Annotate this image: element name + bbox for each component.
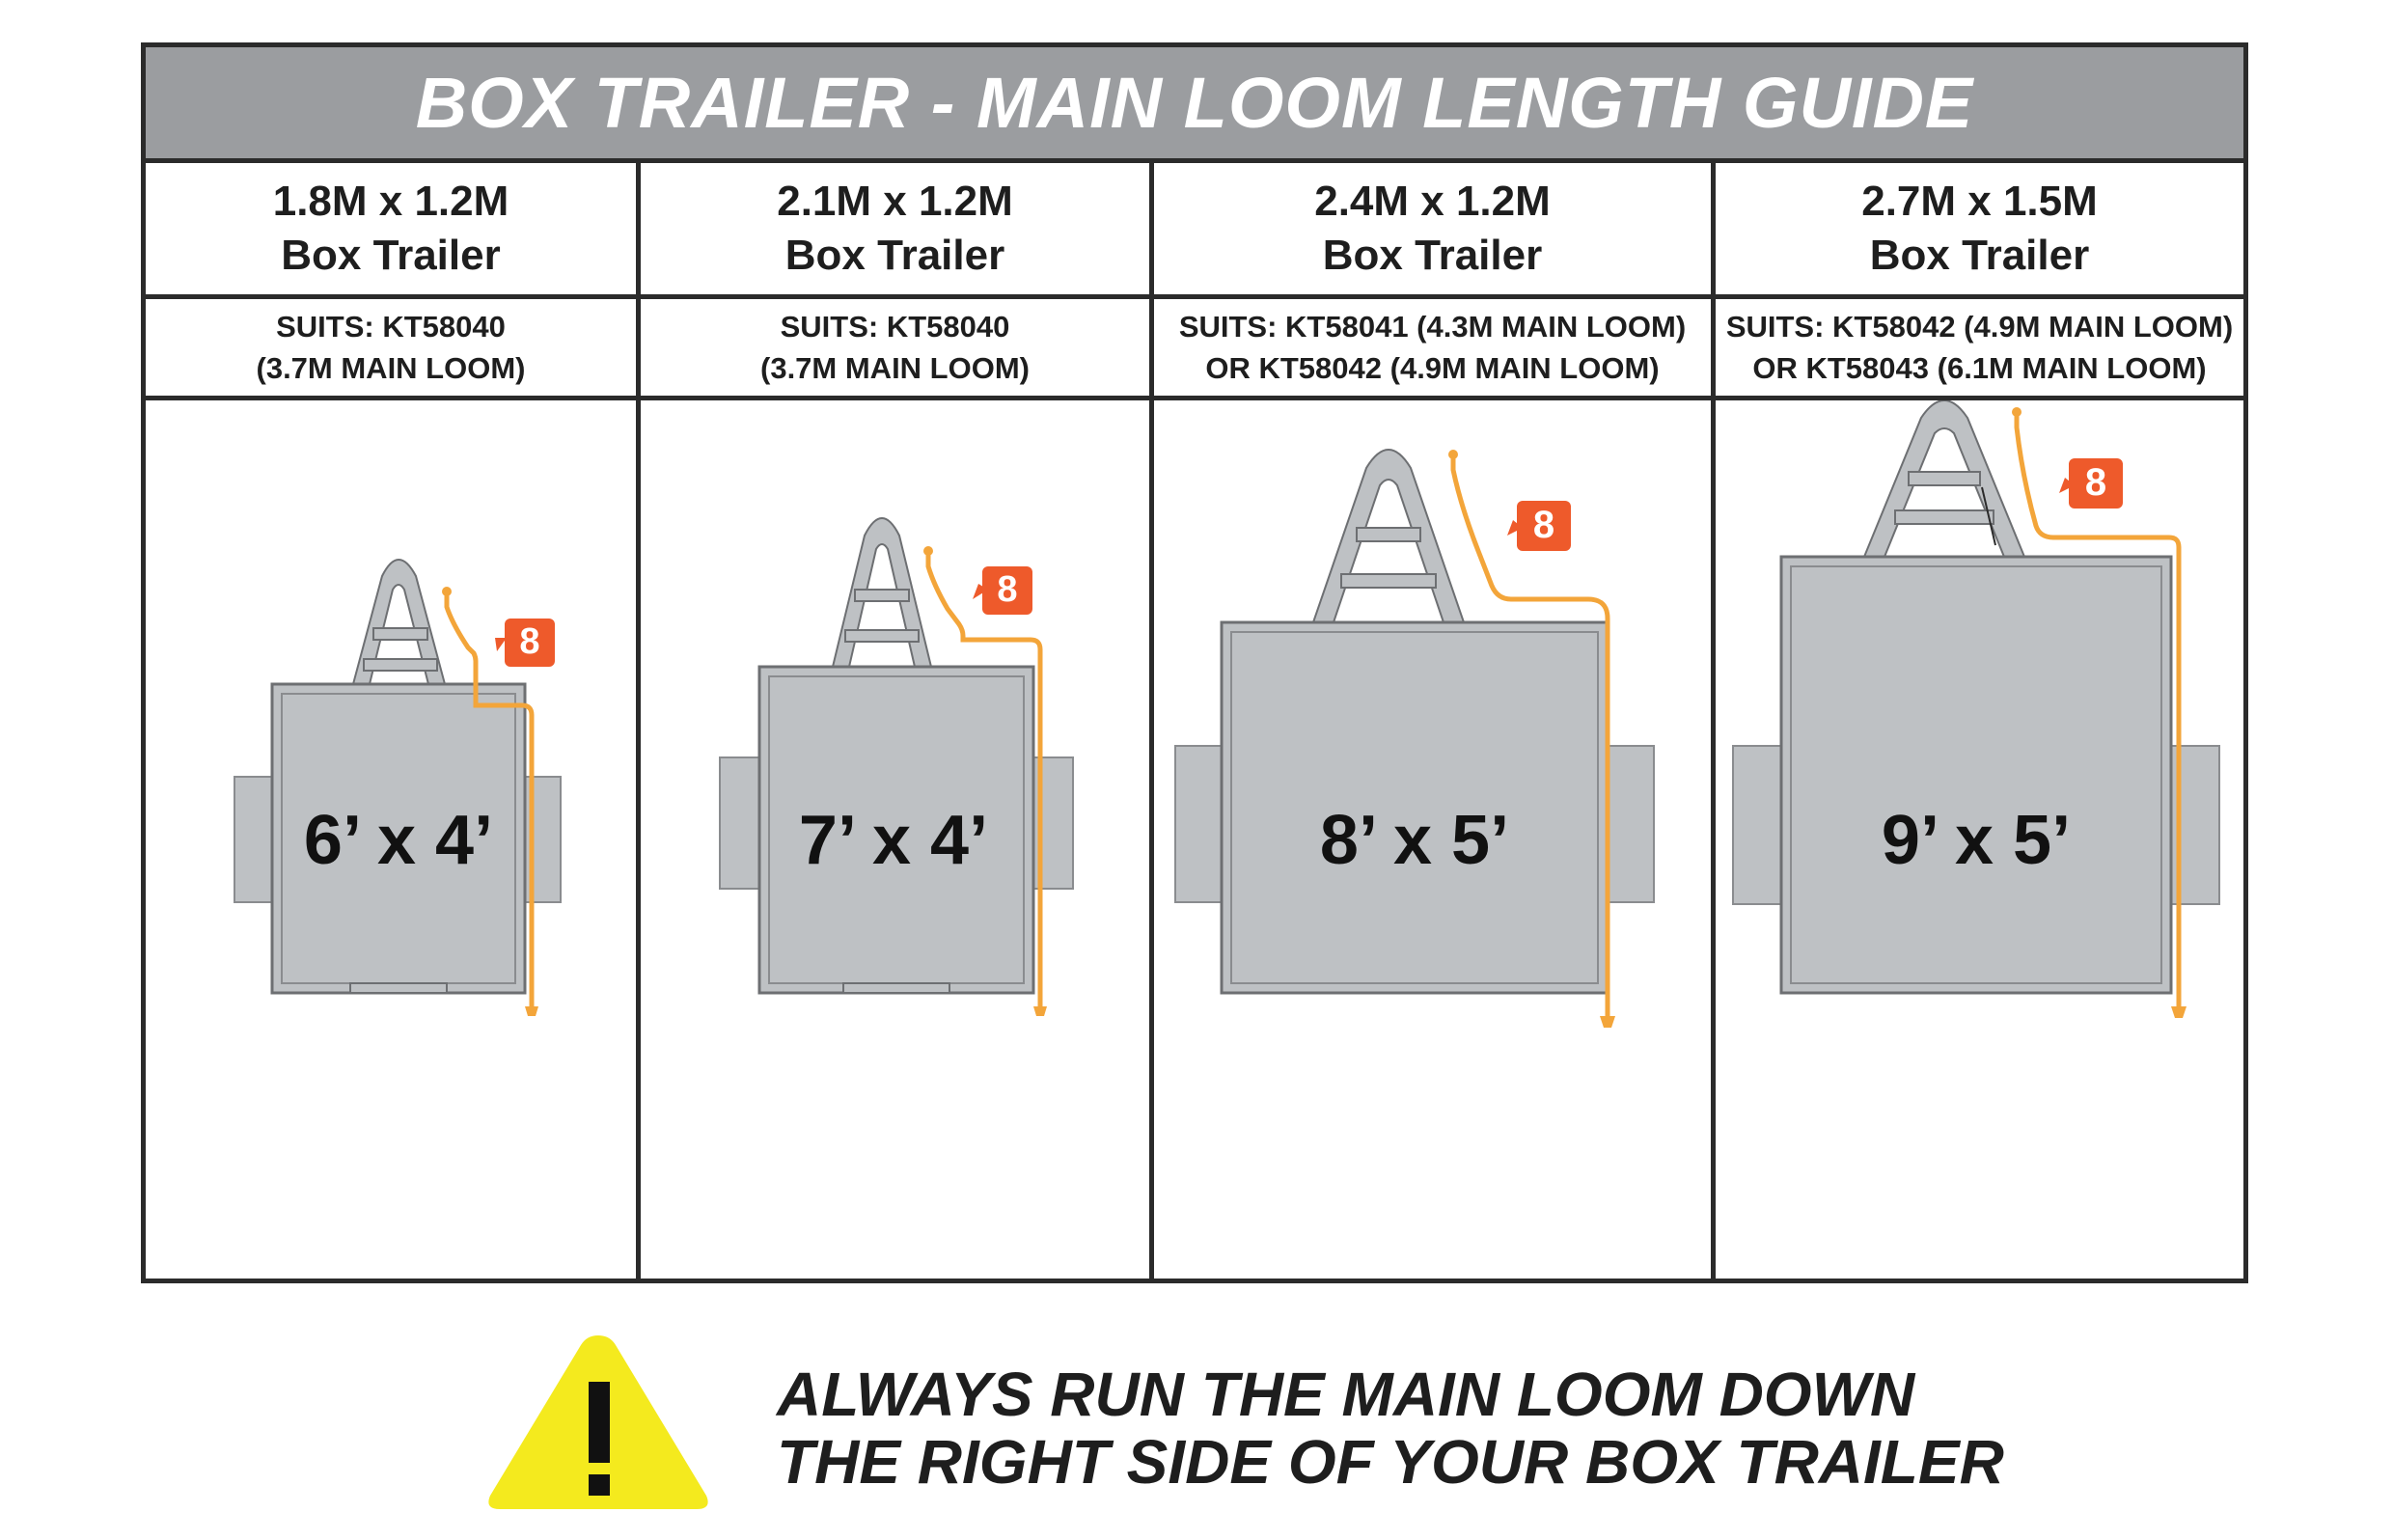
guide-title-bar: BOX TRAILER - MAIN LOOM LENGTH GUIDE (146, 47, 2243, 163)
trailer-type: Box Trailer (281, 232, 501, 279)
column-header: 2.7M x 1.5M Box Trailer (1716, 163, 2243, 299)
trailer-diagram: 8 8’ x 5’ (1154, 400, 1711, 1279)
left-wheel-guard (1732, 745, 1786, 905)
trailer-body (1220, 620, 1609, 995)
main-loom (925, 550, 1043, 1009)
left-wheel-guard (719, 756, 763, 890)
column-header: 2.4M x 1.2M Box Trailer (1154, 163, 1711, 299)
trailer-diagram-svg: 8 (1732, 400, 2220, 1018)
callout-badge: 8 (2059, 458, 2123, 509)
warning-notice: ALWAYS RUN THE MAIN LOOM DOWN THE RIGHT … (0, 1283, 2393, 1540)
guide-title: BOX TRAILER - MAIN LOOM LENGTH GUIDE (415, 63, 1974, 143)
trailer-diagram: 8 9’ x 5’ (1716, 400, 2243, 1279)
right-wheel-guard (519, 776, 562, 903)
column-header: 1.8M x 1.2M Box Trailer (146, 163, 636, 299)
warning-line-1: ALWAYS RUN THE MAIN LOOM DOWN (777, 1360, 1915, 1429)
column-2-1m-trailer: 2.1M x 1.2M Box Trailer SUITS: KT58040 (… (636, 163, 1149, 1279)
tailgate (349, 982, 448, 994)
drawbar (351, 559, 447, 685)
suits-line-1: SUITS: KT58040 (780, 310, 1010, 344)
column-2-7m-trailer: 2.7M x 1.5M Box Trailer SUITS: KT58042 (… (1711, 163, 2243, 1279)
trailer-type: Box Trailer (1869, 232, 2090, 279)
right-wheel-guard (2166, 745, 2220, 905)
trailer-diagram: 8 6’ x 4’ (146, 400, 636, 1279)
trailer-type: Box Trailer (784, 232, 1005, 279)
suits-line-1: SUITS: KT58042 (4.9M MAIN LOOM) (1725, 310, 2234, 344)
trailer-diagram: 8 7’ x 4’ (641, 400, 1149, 1279)
column-header: 2.1M x 1.2M Box Trailer (641, 163, 1149, 299)
trailer-size: 1.8M x 1.2M (272, 178, 509, 225)
trailer-size: 2.7M x 1.5M (1861, 178, 2098, 225)
column-2-4m-trailer: 2.4M x 1.2M Box Trailer SUITS: KT58041 (… (1149, 163, 1711, 1279)
suits-line-2: OR KT58043 (6.1M MAIN LOOM) (1752, 351, 2207, 385)
warning-triangle-icon (488, 1335, 708, 1509)
main-loom (1450, 454, 1610, 1021)
left-wheel-guard (234, 776, 276, 903)
suits-line-1: SUITS: KT58040 (276, 310, 506, 344)
main-loom (2014, 411, 2182, 1011)
right-wheel-guard (1030, 756, 1074, 890)
trailer-size: 2.4M x 1.2M (1314, 178, 1551, 225)
callout-number: 8 (519, 621, 539, 662)
callout-number: 8 (1533, 504, 1554, 546)
suits-line-2: (3.7M MAIN LOOM) (760, 351, 1030, 385)
drawbar (1311, 449, 1466, 623)
suits-info: SUITS: KT58042 (4.9M MAIN LOOM) OR KT580… (1716, 299, 2243, 400)
warning-line-2: THE RIGHT SIDE OF YOUR BOX TRAILER (777, 1427, 2004, 1497)
trailer-body (757, 665, 1035, 995)
trailer-body (270, 682, 527, 995)
trailer-diagram-svg: 8 (1174, 449, 1655, 1028)
suits-line-2: OR KT58042 (4.9M MAIN LOOM) (1205, 351, 1660, 385)
trailer-dimension-label: 9’ x 5’ (1881, 802, 2072, 879)
trailer-size: 2.1M x 1.2M (777, 178, 1013, 225)
callout-badge: 8 (495, 619, 555, 667)
callout-number: 8 (997, 569, 1017, 610)
tailgate (842, 982, 950, 994)
trailer-dimension-label: 7’ x 4’ (798, 802, 989, 879)
suits-line-1: SUITS: KT58041 (4.3M MAIN LOOM) (1178, 310, 1687, 344)
trailer-body (1779, 555, 2173, 995)
drawbar (1862, 400, 2026, 558)
trailer-diagram-svg: 8 (719, 517, 1074, 1016)
trailer-dimension-label: 8’ x 5’ (1319, 802, 1510, 879)
suits-info: SUITS: KT58040 (3.7M MAIN LOOM) (641, 299, 1149, 400)
drawbar (831, 517, 933, 668)
trailer-type: Box Trailer (1322, 232, 1543, 279)
suits-info: SUITS: KT58040 (3.7M MAIN LOOM) (146, 299, 636, 400)
column-1-8m-trailer: 1.8M x 1.2M Box Trailer SUITS: KT58040 (… (146, 163, 636, 1279)
left-wheel-guard (1174, 745, 1226, 903)
loom-length-guide: BOX TRAILER - MAIN LOOM LENGTH GUIDE 1.8… (141, 42, 2248, 1283)
right-wheel-guard (1603, 745, 1655, 903)
trailer-dimension-label: 6’ x 4’ (303, 802, 494, 879)
warning-text: ALWAYS RUN THE MAIN LOOM DOWN THE RIGHT … (777, 1361, 2004, 1496)
callout-number: 8 (2085, 461, 2106, 504)
main-loom (444, 591, 535, 1009)
suits-info: SUITS: KT58041 (4.3M MAIN LOOM) OR KT580… (1154, 299, 1711, 400)
callout-badge: 8 (1507, 501, 1571, 551)
callout-badge: 8 (973, 566, 1032, 615)
suits-line-2: (3.7M MAIN LOOM) (256, 351, 526, 385)
trailer-diagram-svg: 8 (234, 559, 562, 1016)
